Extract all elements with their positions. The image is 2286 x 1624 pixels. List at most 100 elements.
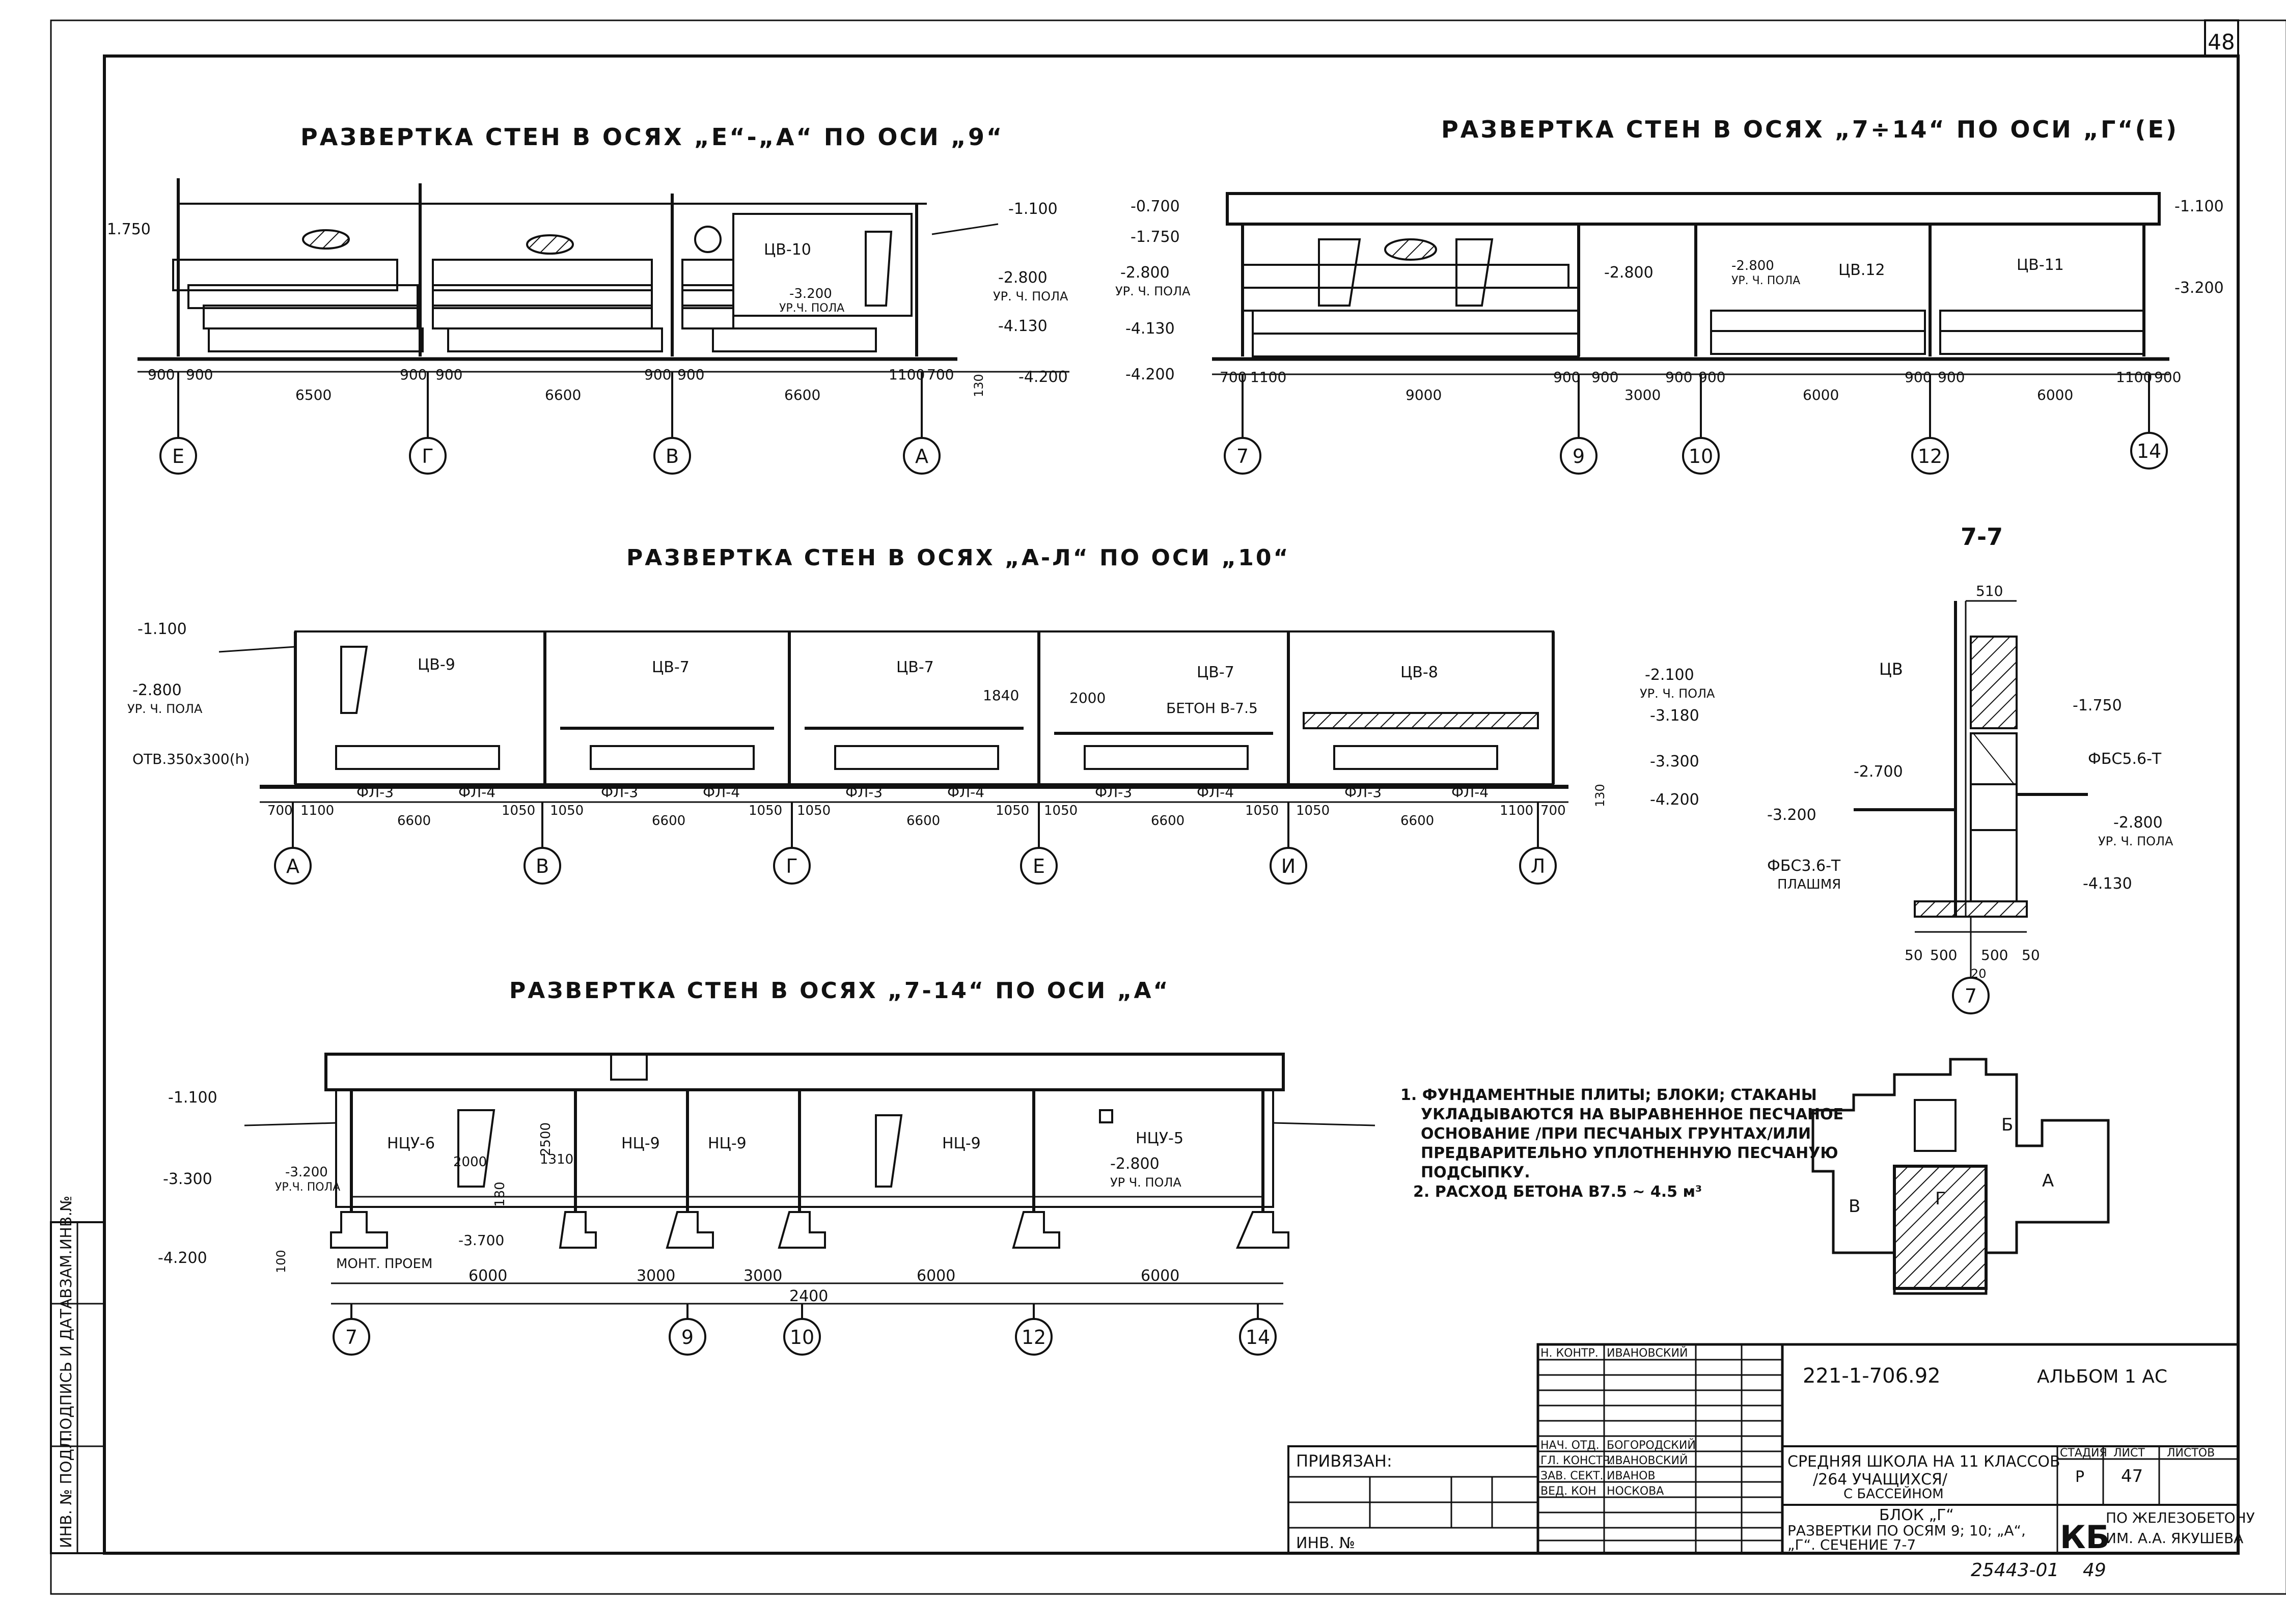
note-line-5: ПОДСЫПКУ. (1421, 1164, 1530, 1181)
section-label-9: ФБС3.6-Т (1767, 857, 1841, 875)
v4-dim-5: 6000 (1141, 1267, 1179, 1285)
v2-dim-9: 6000 (1803, 387, 1839, 403)
role-n-kontr: Н. КОНТР. (1540, 1347, 1599, 1360)
v4-dim-6: 2400 (789, 1287, 828, 1305)
v3-level-6: -3.180 (1650, 707, 1699, 725)
view-2-wall-development: РАЗВЕРТКА СТЕН В ОСЯХ „7÷14“ ПО ОСИ „Г“(… (1115, 116, 2224, 475)
name-nach-otd: БОГОРОДСКИЙ (1607, 1439, 1696, 1452)
v4-level-5: -3.700 (458, 1232, 504, 1249)
v3-fl-3: ФЛ-3 (601, 784, 638, 801)
v3-note-4: ОТВ.350x300(h) (132, 751, 250, 767)
key-plan-g: Г (1935, 1189, 1946, 1209)
v2-panel-1: ЦВ.12 (1838, 261, 1885, 279)
name-zav-sekt: ИВАНОВ (1607, 1470, 1656, 1482)
v3-fl-6: ФЛ-4 (947, 784, 984, 801)
note-line-6: 2. РАСХОД БЕТОНА В7.5 ~ 4.5 м³ (1413, 1183, 1702, 1201)
v3-note-3: БЕТОН В-7.5 (1166, 700, 1258, 717)
v2-dim-12: 6000 (2037, 387, 2073, 403)
v2-dim-2: 1100 (1250, 369, 1286, 386)
v2-dim-7: 900 (1665, 369, 1692, 386)
v4-panel-1: НЦУ-6 (387, 1135, 435, 1152)
note-line-4: ПРЕДВАРИТЕЛЬНО УПЛОТНЕННУЮ ПЕСЧАНУЮ (1421, 1144, 1838, 1162)
role-gl-konstr: ГЛ. КОНСТР. (1540, 1454, 1613, 1467)
name-gl-konstr: ИВАНОВСКИЙ (1607, 1454, 1688, 1467)
section-label-13: 500 (1930, 947, 1957, 964)
role-zav-sekt: ЗАВ. СЕКТ. (1540, 1470, 1604, 1482)
v4-note-4: 180 (492, 1181, 508, 1207)
v1-dim-6: 6600 (545, 387, 581, 403)
v1-dim-5: 900 (435, 366, 462, 383)
section-label-14: 500 (1981, 947, 2008, 964)
key-plan-b: Б (2001, 1115, 2013, 1135)
section-label-16: 20 (1971, 967, 1987, 981)
v4-note-2: 2500 (538, 1122, 554, 1156)
inv-label: ИНВ. № (1296, 1534, 1355, 1552)
v1-level-1: 1.750 (107, 221, 151, 238)
v3-panel-4: ЦВ-7 (1197, 664, 1234, 681)
sheet-value: 47 (2121, 1466, 2143, 1487)
v2-dim-8: 900 (1698, 369, 1725, 386)
section-label-2: ЦВ (1879, 659, 1903, 679)
project-line-3: С БАССЕЙНОМ (1843, 1485, 1944, 1502)
v1-dim-8: 900 (677, 366, 704, 383)
v3-dim-11: 1100 (1500, 803, 1533, 818)
section-label-11: -4.130 (2083, 875, 2132, 893)
v2-axis-5: 14 (2137, 440, 2161, 462)
v2-dim-14: 900 (2154, 369, 2181, 386)
v2-axis-4: 12 (1918, 445, 1942, 467)
title-code: 221-1-706.92 (1803, 1364, 1941, 1388)
project-line-1: СРЕДНЯЯ ШКОЛА НА 11 КЛАССОВ (1787, 1453, 2060, 1471)
v4-axis-2: 9 (681, 1326, 694, 1348)
strip-sign-label: ПОДПИСЬ И ДАТА (58, 1298, 75, 1441)
v3-note-2: 2000 (1069, 690, 1106, 706)
key-plan: Б Г В А (1811, 1058, 2110, 1295)
v3-level-2: -2.800 (132, 681, 182, 699)
stage-label: СТАДИЯ (2060, 1447, 2107, 1460)
v2-level-10: -1.100 (2174, 198, 2224, 215)
view-1-title: РАЗВЕРТКА СТЕН В ОСЯХ „Е“-„А“ ПО ОСИ „9“ (300, 123, 1004, 151)
v2-level-5: -4.130 (1125, 320, 1175, 338)
key-plan-v: В (1849, 1196, 1860, 1217)
v1-dim-11: 700 (927, 366, 954, 383)
general-notes: 1. ФУНДАМЕНТНЫЕ ПЛИТЫ; БЛОКИ; СТАКАНЫ УК… (1400, 1086, 1843, 1201)
v3-fl-8: ФЛ-4 (1197, 784, 1234, 801)
v3-dim-5: 1050 (749, 803, 782, 818)
v4-level-1: -1.100 (168, 1089, 217, 1107)
org-line-1: ПО ЖЕЛЕЗОБЕТОНУ (2106, 1509, 2255, 1526)
v2-dim-3: 9000 (1406, 387, 1442, 403)
sheet-number-box (2204, 19, 2239, 57)
v2-dim-10: 900 (1905, 369, 1932, 386)
v4-dim-3: 3000 (743, 1267, 782, 1285)
v3-dim-2: 1100 (300, 803, 334, 818)
v4-dim-2: 3000 (637, 1267, 675, 1285)
v1-dim-1: 900 (148, 366, 175, 383)
v4-level-2: -3.300 (163, 1170, 212, 1188)
v4-axis-3: 10 (790, 1326, 814, 1348)
v1-axis-2: Г (422, 445, 433, 467)
v1-level-6: -4.200 (1018, 368, 1068, 386)
v4-level-3: -3.200 (285, 1165, 328, 1180)
name-ved-kon: НОСКОВА (1607, 1485, 1664, 1498)
v3-dim-3: 1050 (502, 803, 535, 818)
section-label-5: ФБС5.6-Т (2088, 750, 2162, 768)
v4-level-7: -2.800 (1110, 1155, 1160, 1173)
v3-axis-1: А (286, 855, 299, 877)
left-strip: ИНВ. № ПОДЛ. ПОДПИСЬ И ДАТА ВЗАМ.ИНВ.№ (50, 1196, 105, 1554)
section-label-7: УР. Ч. ПОЛА (2098, 834, 2173, 848)
v2-level-9: УР. Ч. ПОЛА (1731, 274, 1800, 287)
v1-level-8: УР.Ч. ПОЛА (779, 302, 844, 315)
v3-dim-6: 1050 (797, 803, 831, 818)
role-nach-otd: НАЧ. ОТД. (1540, 1439, 1600, 1452)
outer-frame (50, 19, 2286, 1595)
v4-panel-3: НЦ-9 (708, 1135, 747, 1152)
v2-level-2: -1.750 (1131, 228, 1180, 246)
section-label-12: 50 (1905, 947, 1923, 964)
v4-dim-4: 6000 (917, 1267, 955, 1285)
v2-dim-5: 900 (1591, 369, 1618, 386)
role-ved-kon: ВЕД. КОН (1540, 1485, 1596, 1498)
note-line-2: УКЛАДЫВАЮТСЯ НА ВЫРАВНЕННОЕ ПЕСЧАНОЕ (1421, 1106, 1843, 1123)
note-line-3: ОСНОВАНИЕ /ПРИ ПЕСЧАНЫХ ГРУНТАХ/ИЛИ (1421, 1125, 1811, 1143)
v4-dim-1: 6000 (469, 1267, 507, 1285)
inner-frame (103, 54, 2240, 1555)
v3-panel-3: ЦВ-7 (896, 658, 934, 676)
